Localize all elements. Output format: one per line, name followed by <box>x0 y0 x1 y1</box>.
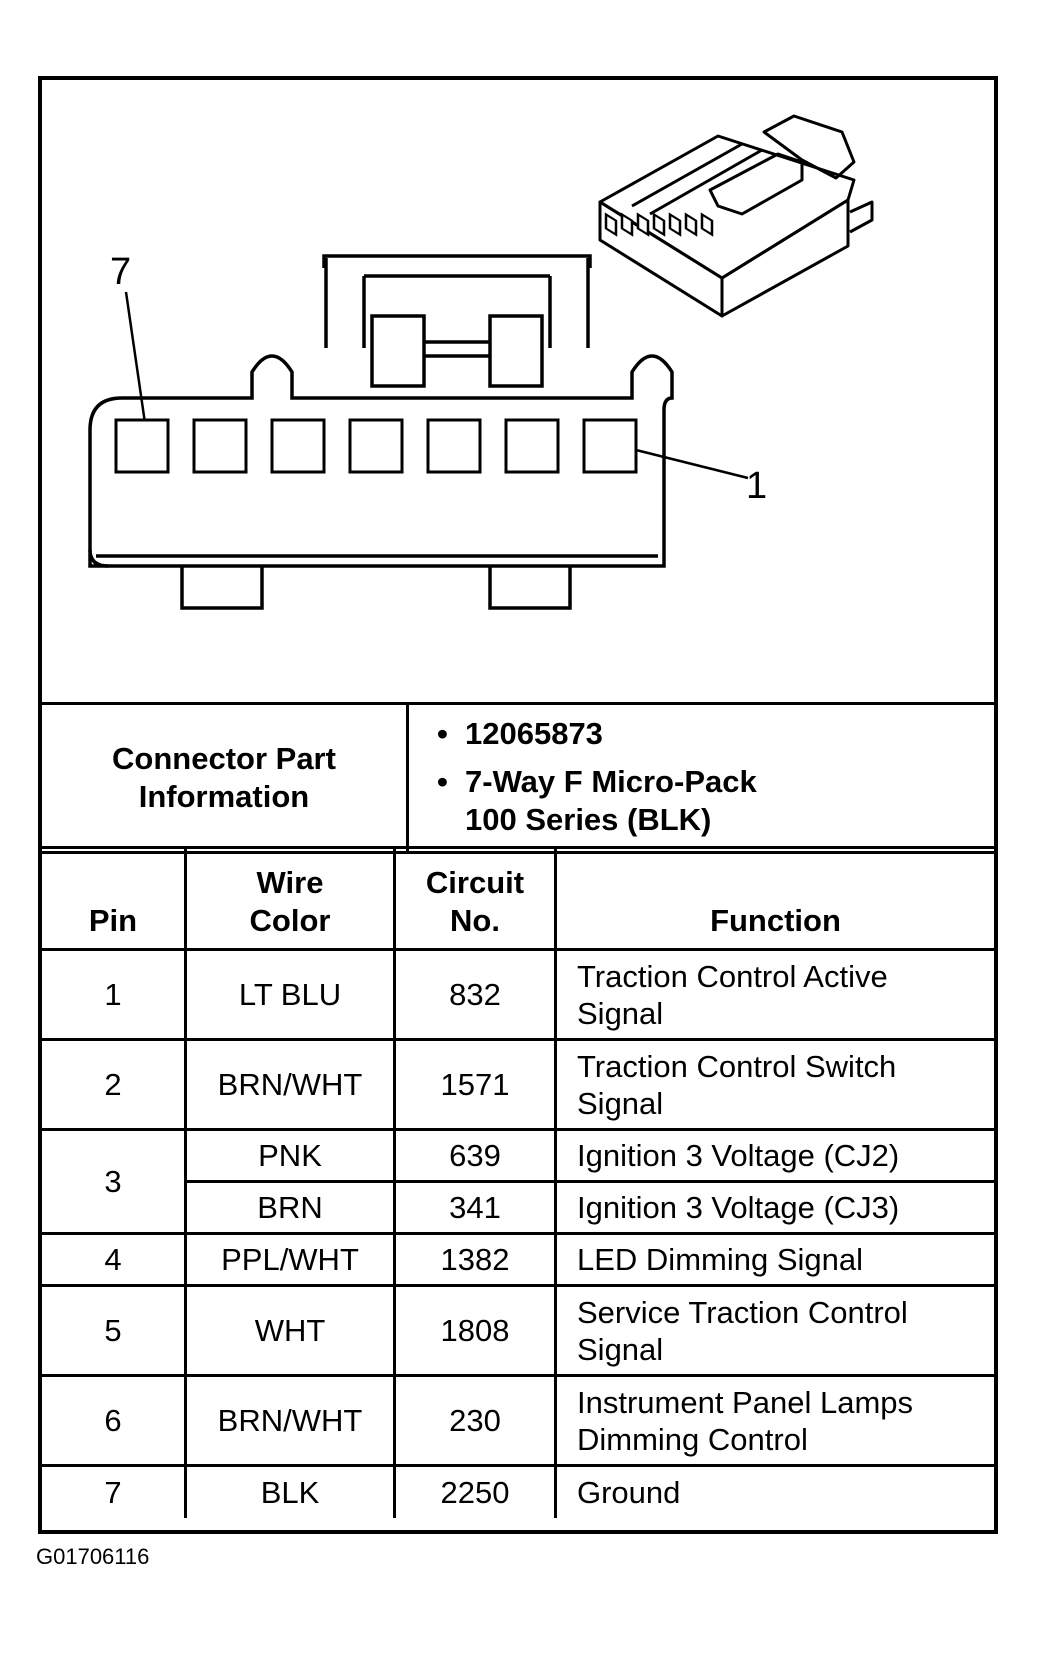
cell-wire-color: BRN/WHT <box>184 1374 396 1467</box>
cell-function: Ignition 3 Voltage (CJ3) <box>554 1180 994 1235</box>
pin-cavity-2 <box>504 418 560 474</box>
table-row: 3 PNK 639 Ignition 3 Voltage (CJ2) <box>42 1128 994 1235</box>
latch-bar <box>424 340 490 358</box>
figure-frame: 7 1 <box>38 76 998 1534</box>
connector-front-view <box>88 254 749 610</box>
connector-info-label-line2: Information <box>138 779 310 814</box>
table-row: 7 BLK 2250 Ground <box>42 1464 994 1518</box>
cell-circuit: 2250 <box>393 1464 557 1518</box>
connector-info-list: • 12065873 • 7-Way F Micro-Pack 100 Seri… <box>437 715 994 839</box>
iso-cavity <box>636 212 650 237</box>
iso-cavity <box>652 212 666 237</box>
description-line2: 100 Series (BLK) <box>465 802 712 837</box>
iso-side-face <box>720 198 850 318</box>
foot-right <box>488 566 572 610</box>
table-row: BRN 341 Ignition 3 Voltage (CJ3) <box>42 1180 994 1235</box>
cell-circuit: 1808 <box>393 1284 557 1377</box>
latch-tab-right <box>488 314 544 388</box>
cell-pin: 1 <box>42 948 187 1041</box>
cell-pin: 3 <box>42 1128 187 1235</box>
cell-circuit: 1382 <box>393 1232 557 1287</box>
connector-info-values: • 12065873 • 7-Way F Micro-Pack 100 Seri… <box>406 702 994 854</box>
leader-line-7 <box>124 291 148 431</box>
pin-cavity-1 <box>582 418 638 474</box>
foot-left <box>180 566 264 610</box>
connector-info-label-line1: Connector Part <box>112 741 336 776</box>
latch-frame <box>322 254 592 348</box>
latch-tab-left <box>370 314 426 388</box>
pin-label-7: 7 <box>110 251 131 293</box>
cell-pin: 4 <box>42 1232 187 1287</box>
connector-drawing: 7 1 <box>88 114 874 610</box>
pin-cavities <box>114 418 638 474</box>
pin-cavity-6 <box>192 418 248 474</box>
iso-cavity <box>668 212 682 237</box>
connector-body-lip <box>88 549 658 568</box>
connector-isometric-view <box>598 114 874 318</box>
connector-diagram: 7 1 <box>42 80 994 702</box>
connector-part-number: • 12065873 <box>437 715 994 753</box>
cell-circuit: 230 <box>393 1374 557 1467</box>
bullet-icon: • <box>437 764 448 799</box>
header-function: Function <box>554 846 994 951</box>
iso-cavity <box>684 212 698 237</box>
iso-cavity <box>620 212 634 237</box>
iso-cavity <box>604 212 618 237</box>
cell-pin: 7 <box>42 1464 187 1518</box>
header-pin: Pin <box>42 846 187 951</box>
cell-circuit: 1571 <box>393 1038 557 1131</box>
cell-wire-color: WHT <box>184 1284 396 1377</box>
iso-cavity <box>700 212 714 237</box>
iso-latch-lever <box>762 114 856 180</box>
cell-function: LED Dimming Signal <box>554 1232 994 1287</box>
cell-pin: 6 <box>42 1374 187 1467</box>
cell-wire-color: PNK <box>184 1128 396 1183</box>
pin-cavity-5 <box>270 418 326 474</box>
connector-info-label: Connector Part Information <box>42 702 409 854</box>
iso-clip <box>849 200 874 234</box>
connector-body <box>88 354 674 568</box>
leader-line-1 <box>635 448 749 480</box>
table-row: 4 PPL/WHT 1382 LED Dimming Signal <box>42 1232 994 1287</box>
pin-label-1: 1 <box>746 465 767 507</box>
pin-cavity-7 <box>114 418 170 474</box>
iso-top-face <box>598 134 856 280</box>
cell-circuit: 639 <box>393 1128 557 1183</box>
part-number-text: 12065873 <box>465 716 603 751</box>
cell-wire-color: BRN <box>184 1180 396 1235</box>
connector-description: • 7-Way F Micro-Pack 100 Series (BLK) <box>437 763 994 839</box>
cell-pin: 2 <box>42 1038 187 1131</box>
cell-function: Ground <box>554 1464 994 1518</box>
iso-latch <box>708 152 804 216</box>
cell-wire-color: BRN/WHT <box>184 1038 396 1131</box>
cell-wire-color: BLK <box>184 1464 396 1518</box>
cell-circuit: 832 <box>393 948 557 1041</box>
cell-pin: 5 <box>42 1284 187 1377</box>
description-line1: 7-Way F Micro-Pack <box>465 764 757 799</box>
connector-info-table: Connector Part Information • 12065873 • … <box>42 702 994 854</box>
cell-circuit: 341 <box>393 1180 557 1235</box>
cell-function: Ignition 3 Voltage (CJ2) <box>554 1128 994 1183</box>
cell-wire-color: LT BLU <box>184 948 396 1041</box>
bullet-icon: • <box>437 716 448 751</box>
iso-rail-1 <box>631 142 763 216</box>
iso-cavities <box>604 212 714 237</box>
pin-cavity-4 <box>348 418 404 474</box>
connector-info-row: Connector Part Information • 12065873 • … <box>42 702 994 854</box>
figure-id: G01706116 <box>36 1544 150 1569</box>
cell-wire-color: PPL/WHT <box>184 1232 396 1287</box>
pin-cavity-3 <box>426 418 482 474</box>
